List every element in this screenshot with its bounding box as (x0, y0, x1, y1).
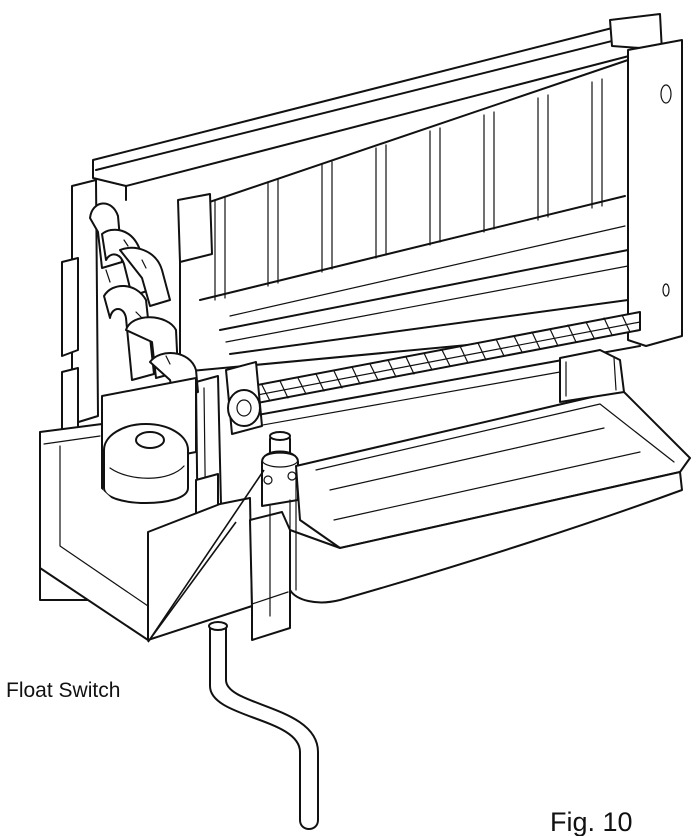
float-switch-leader-lines (147, 469, 265, 643)
gear-motor (225, 361, 263, 435)
ice-chute (289, 349, 691, 604)
drain-hose (208, 621, 319, 830)
evaporator-frame (92, 13, 683, 373)
float-switch (261, 431, 299, 617)
float-switch-label: Float Switch (6, 679, 120, 702)
figure-caption: Fig. 10 (550, 807, 633, 836)
water-pump (101, 377, 219, 527)
water-hoses (89, 202, 199, 399)
